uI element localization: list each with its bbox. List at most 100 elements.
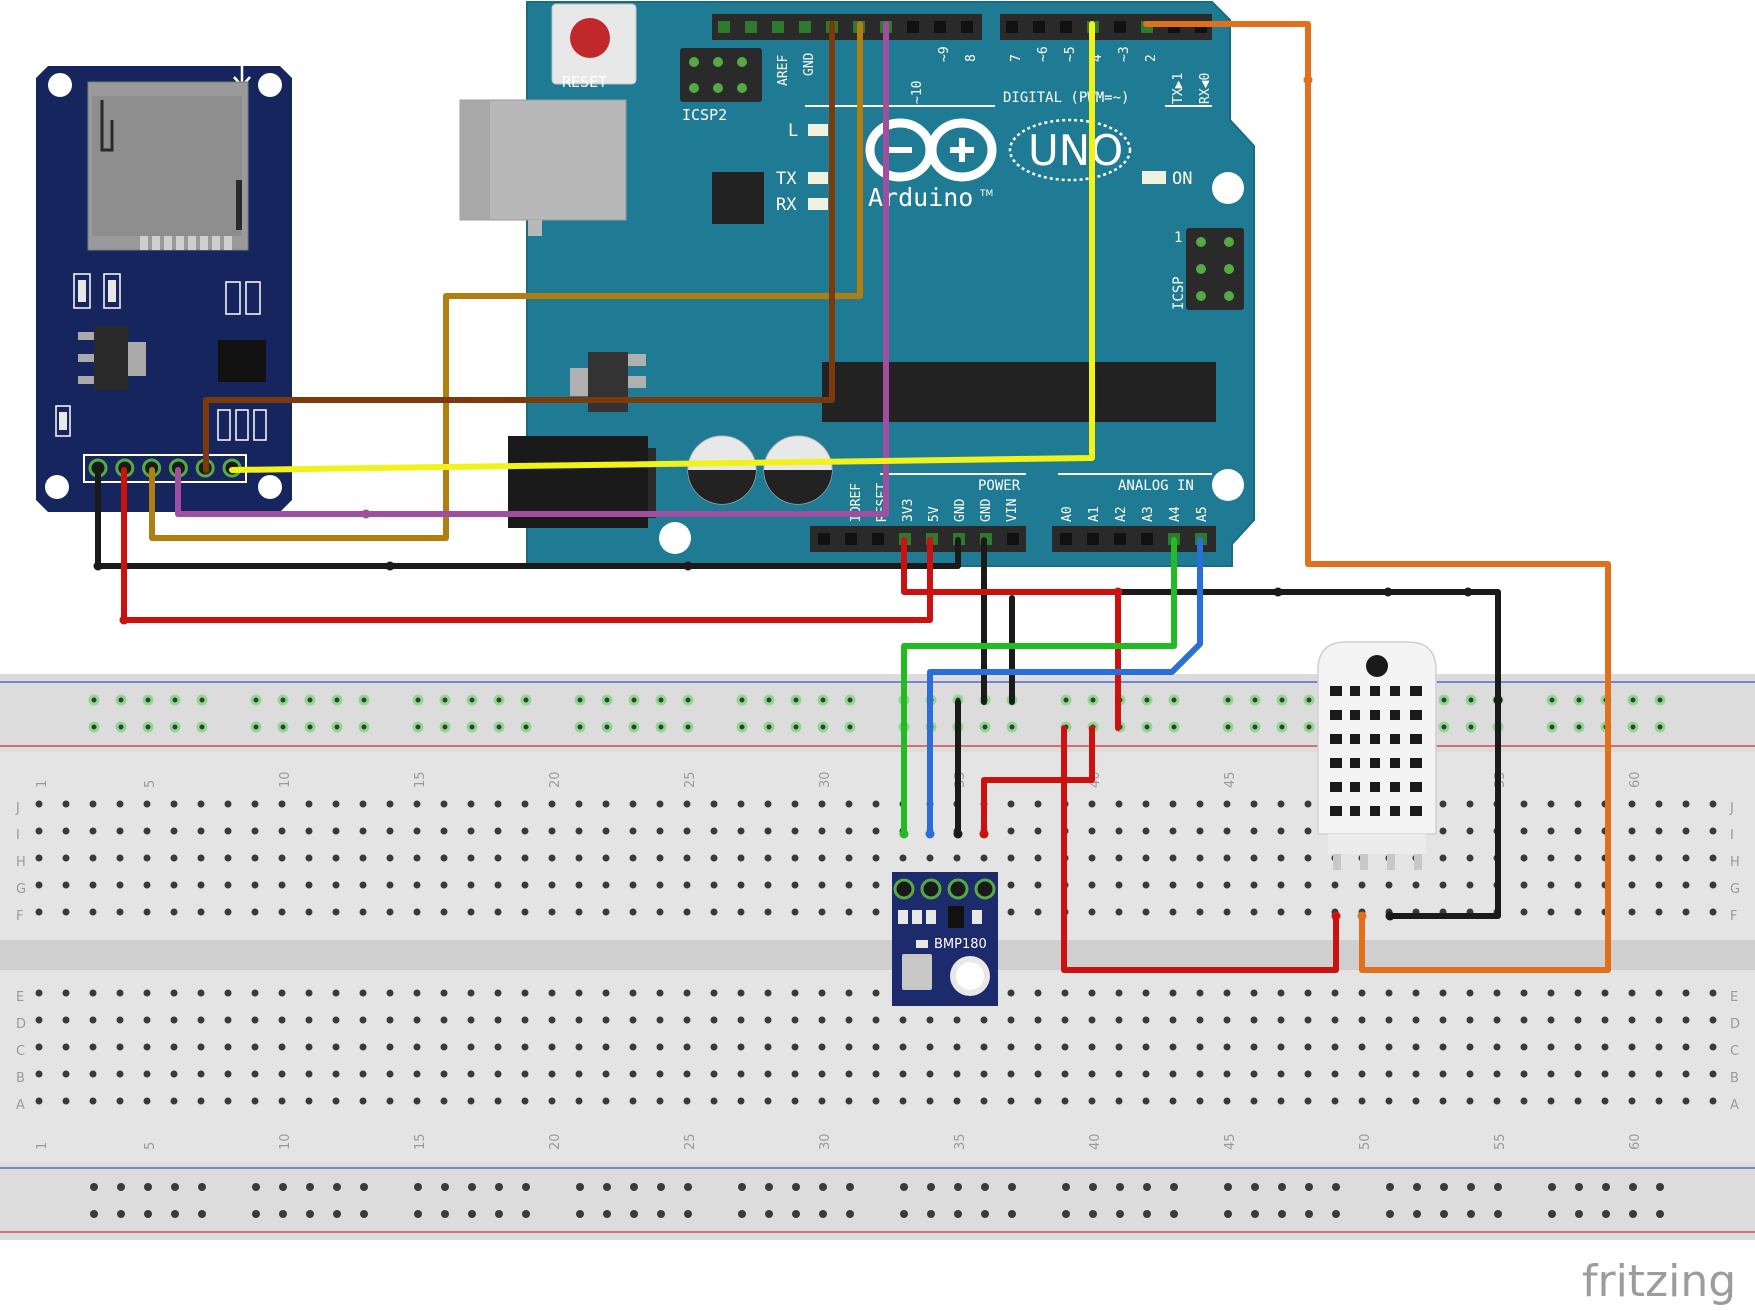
rail-hole <box>792 1210 800 1218</box>
breadboard-hole <box>1682 989 1690 997</box>
rail-hole <box>171 1210 179 1218</box>
rail-hole <box>1494 1183 1502 1191</box>
breadboard-hole <box>467 1097 475 1105</box>
rail-hole <box>1222 694 1234 706</box>
center-channel <box>0 940 1755 970</box>
breadboard-hole <box>359 854 367 862</box>
breadboard-hole <box>1358 1016 1366 1024</box>
wire-joint <box>1493 695 1503 705</box>
icsp-pin1-label: 1 <box>1174 230 1182 246</box>
breadboard-hole <box>1574 881 1582 889</box>
breadboard-hole <box>710 1016 718 1024</box>
dht-pin <box>1387 854 1395 870</box>
rail-hole <box>1062 1183 1070 1191</box>
breadboard-hole <box>737 881 745 889</box>
breadboard-hole <box>737 908 745 916</box>
power-pin-label: VIN <box>1005 499 1020 522</box>
rail-hole <box>466 721 478 733</box>
slot-contact <box>212 236 220 250</box>
breadboard-hole <box>1601 1016 1609 1024</box>
rail-hole <box>1062 1210 1070 1218</box>
rail-hole <box>655 721 667 733</box>
dht-base <box>1328 834 1426 854</box>
mounting-hole-inner <box>956 962 984 990</box>
breadboard-hole <box>413 881 421 889</box>
column-number: 25 <box>683 771 698 788</box>
row-letter: F <box>1730 909 1737 924</box>
breadboard-hole <box>332 800 340 808</box>
breadboard-hole <box>1412 881 1420 889</box>
breadboard-hole <box>818 908 826 916</box>
breadboard-hole <box>1088 1097 1096 1105</box>
grille-slot <box>1410 782 1422 792</box>
column-numbers-bottom: 1 5 10 15 20 25 30 35 40 45 50 55 60 <box>35 1133 1643 1150</box>
rail-hole <box>844 721 856 733</box>
rail-hole <box>1494 1210 1502 1218</box>
breadboard-hole <box>629 1070 637 1078</box>
breadboard-hole <box>1628 827 1636 835</box>
regulator-pin <box>78 332 94 340</box>
breadboard-hole <box>143 1043 151 1051</box>
rail-hole <box>1629 1183 1637 1191</box>
rail-hole <box>1438 694 1450 706</box>
breadboard-hole <box>143 854 151 862</box>
rail-hole <box>466 694 478 706</box>
rail-hole <box>198 1183 206 1191</box>
breadboard-hole <box>494 1016 502 1024</box>
breadboard-hole <box>1034 1043 1042 1051</box>
rail-hole <box>1629 1210 1637 1218</box>
reset-button-cap[interactable] <box>570 18 610 58</box>
breadboard-hole <box>386 881 394 889</box>
led-label-rx: RX <box>776 195 797 215</box>
rail-hole <box>333 1183 341 1191</box>
rail-hole <box>1089 1210 1097 1218</box>
breadboard-hole <box>1601 1070 1609 1078</box>
breadboard-hole <box>1115 908 1123 916</box>
breadboard-hole <box>224 1097 232 1105</box>
breadboard-hole <box>737 1097 745 1105</box>
breadboard-hole <box>197 854 205 862</box>
breadboard-hole <box>1250 1097 1258 1105</box>
breadboard-hole <box>1088 881 1096 889</box>
breadboard-hole <box>1574 908 1582 916</box>
rail-hole <box>115 721 127 733</box>
column-number: 35 <box>953 1133 968 1150</box>
breadboard-hole <box>1682 908 1690 916</box>
breadboard-hole <box>467 854 475 862</box>
breadboard-hole <box>1277 989 1285 997</box>
breadboard-hole <box>116 1016 124 1024</box>
breadboard-hole <box>332 1043 340 1051</box>
breadboard-hole <box>1169 827 1177 835</box>
breadboard-hole <box>1520 827 1528 835</box>
breadboard-hole <box>1115 827 1123 835</box>
breadboard-hole <box>1412 1043 1420 1051</box>
breadboard-hole <box>467 989 475 997</box>
breadboard-hole <box>737 1043 745 1051</box>
breadboard-hole <box>872 1097 880 1105</box>
rail-hole <box>252 1183 260 1191</box>
breadboard-hole <box>1628 1016 1636 1024</box>
breadboard-hole <box>1115 881 1123 889</box>
breadboard-hole <box>440 989 448 997</box>
breadboard-hole <box>791 854 799 862</box>
breadboard-hole <box>278 989 286 997</box>
breadboard-hole <box>305 800 313 808</box>
breadboard-hole <box>1277 908 1285 916</box>
rail-hole <box>439 694 451 706</box>
breadboard-hole <box>413 1043 421 1051</box>
rail-hole <box>1627 694 1639 706</box>
breadboard-hole <box>305 989 313 997</box>
wire-green-a4-sda <box>901 537 1177 837</box>
dht-pin <box>1360 854 1368 870</box>
wire-orange-dht-data <box>1143 21 1611 973</box>
resistor <box>108 280 116 302</box>
column-number: 30 <box>818 771 833 788</box>
breadboard-hole <box>332 1016 340 1024</box>
rail-hole <box>250 721 262 733</box>
breadboard-hole <box>1655 1070 1663 1078</box>
rail-hole <box>682 694 694 706</box>
grille-slot <box>1330 806 1342 816</box>
breadboard-hole <box>1655 800 1663 808</box>
rail-hole <box>1143 1183 1151 1191</box>
smd-component <box>972 910 982 924</box>
